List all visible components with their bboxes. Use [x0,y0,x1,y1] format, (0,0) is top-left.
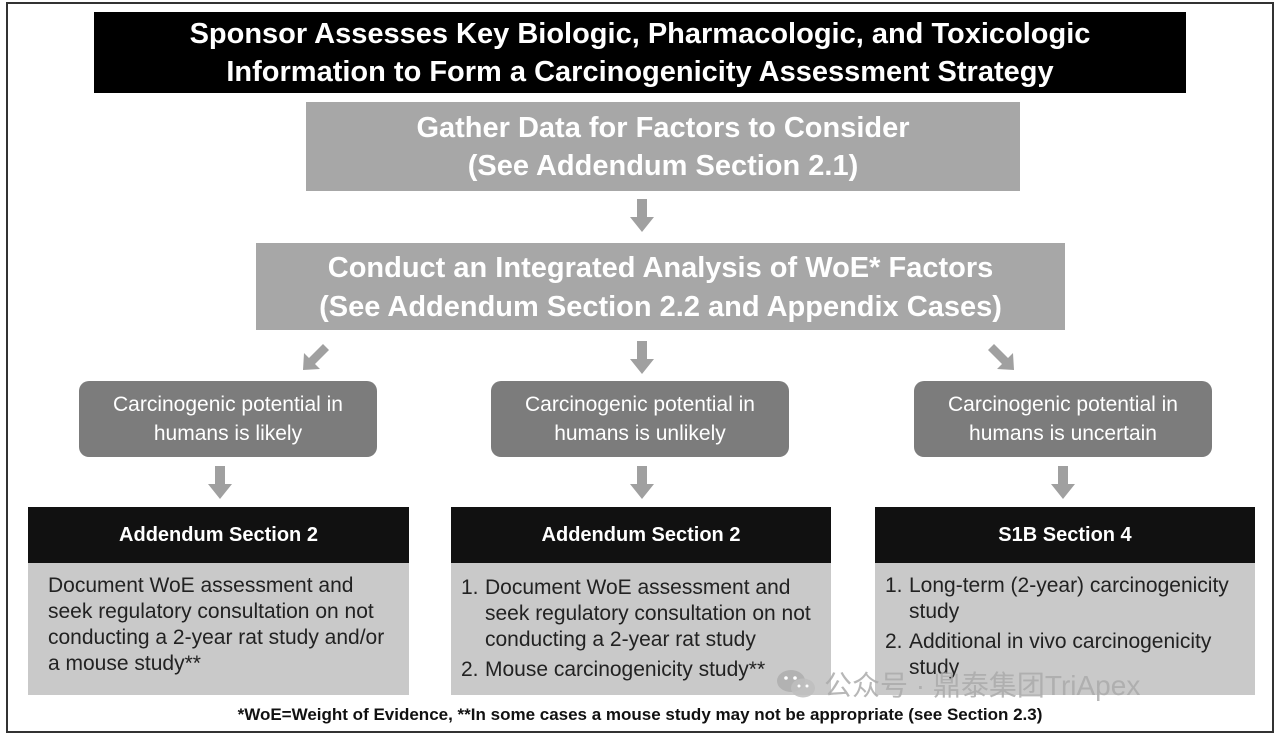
arrow-down-icon [630,199,654,232]
list-item: 2. Additional in vivo carcinogenicity st… [885,629,1243,681]
woe-analysis-box: Conduct an Integrated Analysis of WoE* F… [256,243,1065,330]
arrow-down-icon [1051,466,1075,499]
arrow-down-right-icon [988,344,1014,370]
gather-line-1: Gather Data for Factors to Consider [416,112,910,144]
woe-line-2: (See Addendum Section 2.2 and Appendix C… [319,291,1002,323]
section-header-s1b: S1B Section 4 [875,507,1255,563]
outcome-likely-line-1: Carcinogenic potential in [113,393,343,416]
list-item-number: 1. [885,574,903,597]
outcome-uncertain-line-2: humans is uncertain [969,422,1157,445]
woe-line-1: Conduct an Integrated Analysis of WoE* F… [327,252,994,284]
section-header-addendum-center: Addendum Section 2 [451,507,831,563]
title-box: Sponsor Assesses Key Biologic, Pharmacol… [94,12,1186,93]
section-body-likely: Document WoE assessment and seek regulat… [28,563,409,695]
arrow-down-icon [630,341,654,374]
outcome-unlikely-line-1: Carcinogenic potential in [525,393,755,416]
list-item-text: Mouse carcinogenicity study** [485,658,766,681]
outcome-uncertain-line-1: Carcinogenic potential in [948,393,1178,416]
gather-line-2: (See Addendum Section 2.1) [467,150,859,182]
arrow-down-icon [630,466,654,499]
section-body-text: Document WoE assessment and seek regulat… [48,574,385,675]
gather-data-box: Gather Data for Factors to Consider (See… [306,102,1020,191]
list-item: 1. Long-term (2-year) carcinogenicity st… [885,573,1243,625]
section-header-addendum-left: Addendum Section 2 [28,507,409,563]
outcome-unlikely-line-2: humans is unlikely [554,422,726,445]
list-item: 1. Document WoE assessment and seek regu… [461,575,819,653]
outcome-likely-box: Carcinogenic potential in humans is like… [79,381,377,457]
list-item-number: 2. [461,658,479,681]
outcome-likely-line-2: humans is likely [153,422,303,445]
watermark: 公众号 · 鼎泰集团TriApex [776,664,1140,704]
arrow-down-left-icon [303,344,329,370]
outcome-unlikely-box: Carcinogenic potential in humans is unli… [491,381,789,457]
list-item-number: 2. [885,630,903,653]
list-item: 2. Mouse carcinogenicity study** [461,657,819,683]
footnote: *WoE=Weight of Evidence, **In some cases… [237,705,1043,724]
list-item-number: 1. [461,576,479,599]
title-line-2: Information to Form a Carcinogenicity As… [226,56,1054,88]
arrow-down-icon [208,466,232,499]
list-item-text: Document WoE assessment and seek regulat… [485,576,811,651]
title-line-1: Sponsor Assesses Key Biologic, Pharmacol… [189,18,1091,50]
outcome-uncertain-box: Carcinogenic potential in humans is unce… [914,381,1212,457]
watermark-text: 公众号 · 鼎泰集团TriApex [824,670,1141,701]
section-body-unlikely: 1. Document WoE assessment and seek regu… [451,563,831,695]
section-body-uncertain: 1. Long-term (2-year) carcinogenicity st… [875,563,1255,695]
list-item-text: Additional in vivo carcinogenicity study [909,630,1212,679]
wechat-icon [777,670,815,698]
list-item-text: Long-term (2-year) carcinogenicity study [909,574,1229,623]
